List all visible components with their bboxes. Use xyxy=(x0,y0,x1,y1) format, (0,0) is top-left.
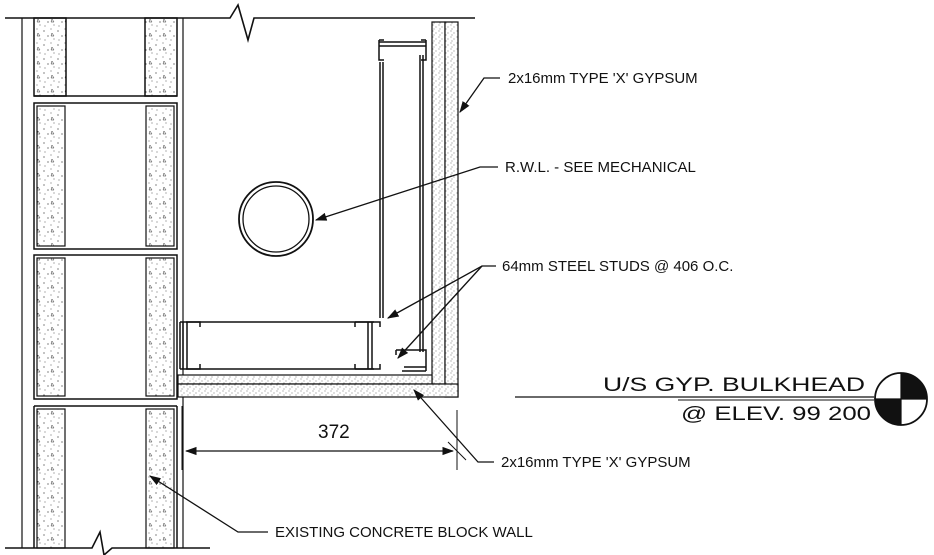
leader-studs-2 xyxy=(397,265,483,359)
leader-gypsum-bottom xyxy=(413,389,494,463)
gypsum-bulkhead xyxy=(177,21,459,398)
block-course-3 xyxy=(33,254,178,400)
top-break-line xyxy=(5,3,475,43)
stud-top xyxy=(378,39,427,61)
label-block-wall: EXISTING CONCRETE BLOCK WALL xyxy=(275,524,533,541)
concrete-block-wall xyxy=(5,17,210,555)
leader-gypsum-top xyxy=(459,77,500,113)
stud-middle xyxy=(354,321,381,370)
label-gypsum-bottom: 2x16mm TYPE 'X' GYPSUM xyxy=(501,454,691,471)
label-gypsum-top: 2x16mm TYPE 'X' GYPSUM xyxy=(508,70,698,87)
label-steel-studs: 64mm STEEL STUDS @ 406 O.C. xyxy=(502,258,733,275)
leader-lines xyxy=(149,77,500,533)
stud-left xyxy=(179,321,201,370)
leader-rwl xyxy=(314,166,498,221)
elevation-target-icon xyxy=(874,372,928,426)
elevation-tag: U/S GYP. BULKHEAD @ ELEV. 99 200 xyxy=(515,372,928,426)
dimension-372: 372 xyxy=(181,406,467,470)
rwl-pipe xyxy=(238,181,314,257)
block-course-1 xyxy=(33,17,178,97)
steel-studs xyxy=(179,39,427,372)
elevation-tag-line2: @ ELEV. 99 200 xyxy=(681,404,871,425)
leader-block-wall xyxy=(149,475,268,533)
elevation-tag-line1: U/S GYP. BULKHEAD xyxy=(603,375,865,396)
label-rwl: R.W.L. - SEE MECHANICAL xyxy=(505,159,696,176)
dimension-value: 372 xyxy=(318,422,350,443)
block-course-2 xyxy=(33,102,178,250)
stud-corner xyxy=(395,349,427,372)
block-course-4 xyxy=(33,405,178,549)
bottom-break-line xyxy=(5,529,210,555)
